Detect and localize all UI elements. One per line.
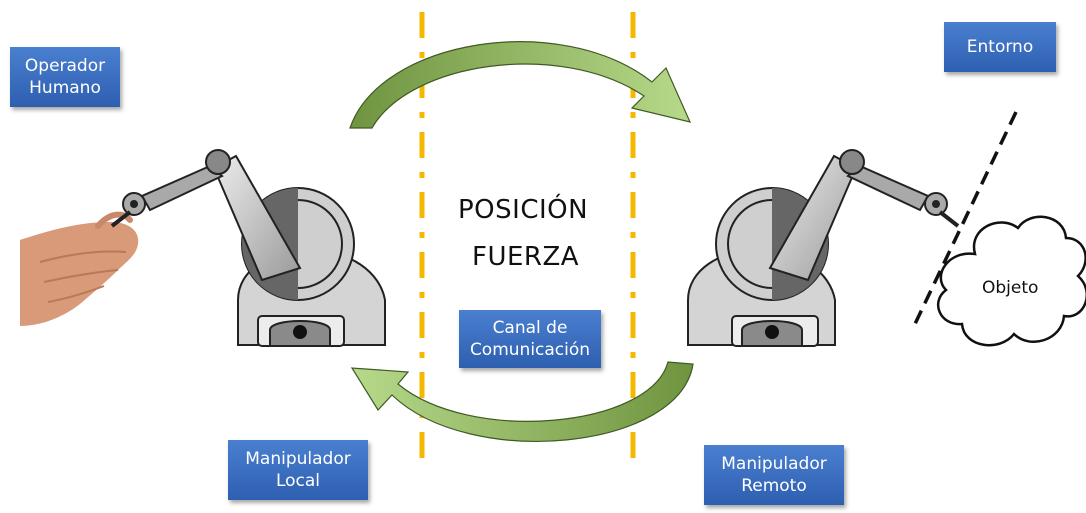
operador-humano-label: Operador Humano: [10, 47, 120, 107]
manipulador-local-label: Manipulador Local: [228, 440, 368, 500]
canal-comunicacion-label: Canal de Comunicación: [459, 310, 601, 368]
top-curved-arrow: [349, 41, 692, 129]
manip-remoto-line2: Remoto: [741, 476, 807, 496]
manip-local-line1: Manipulador: [245, 449, 351, 469]
operador-line2: Humano: [29, 78, 101, 98]
human-hand-image: [20, 211, 139, 326]
canal-line1: Canal de: [492, 318, 568, 338]
canal-line2: Comunicación: [469, 340, 591, 360]
manip-remoto-line1: Manipulador: [721, 454, 827, 474]
object-cloud-shape: [936, 215, 1086, 347]
objeto-text: Objeto: [982, 278, 1039, 298]
fuerza-text: FUERZA: [472, 242, 580, 272]
remote-manipulator-robot: [687, 149, 960, 347]
local-manipulator-robot: [110, 149, 386, 347]
posicion-text: POSICIÓN: [458, 195, 589, 225]
operador-line1: Operador: [24, 56, 106, 76]
environment-boundary-line: [912, 111, 1018, 327]
manip-local-line2: Local: [275, 471, 321, 491]
bottom-curved-arrow: [350, 361, 694, 442]
entorno-text: Entorno: [966, 37, 1034, 57]
manipulador-remoto-label: Manipulador Remoto: [704, 445, 844, 505]
entorno-label: Entorno: [944, 22, 1056, 72]
